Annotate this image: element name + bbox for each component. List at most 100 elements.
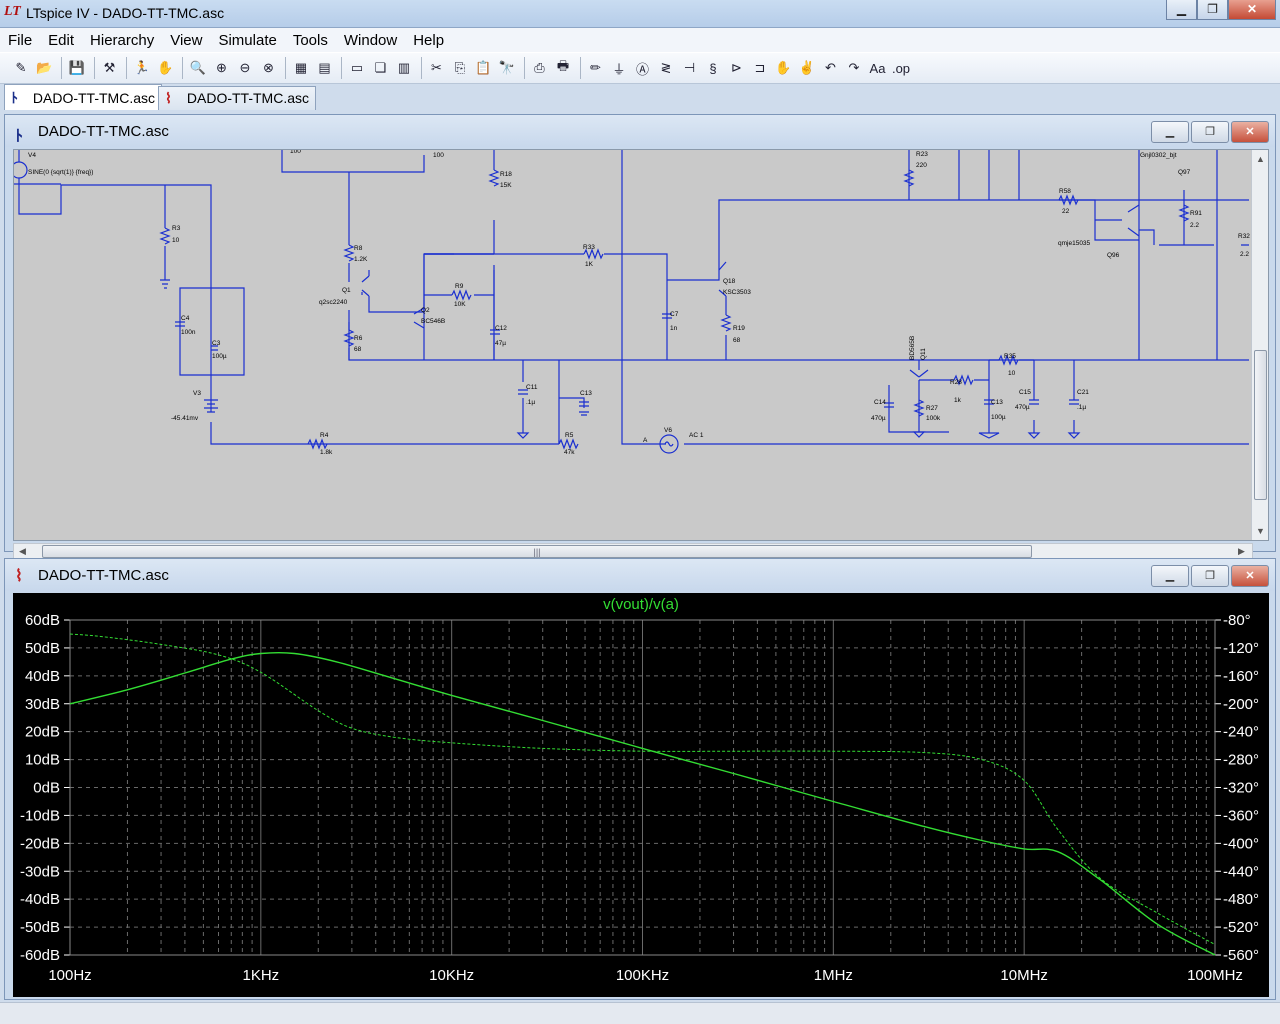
tile-vertical-icon[interactable]: ▥ — [397, 60, 411, 75]
grid-icon[interactable]: ▤ — [318, 60, 331, 75]
label-R3: R3 — [172, 225, 181, 232]
label-Q2: Q2 — [421, 307, 430, 314]
rotate-icon[interactable]: ✋ — [775, 60, 792, 75]
pan-icon[interactable]: ✋ — [157, 60, 174, 75]
y-right-tick-label: -480° — [1223, 891, 1259, 908]
schematic-minimize-button[interactable]: ▁ — [1151, 121, 1189, 143]
redo-icon[interactable]: ↷ — [848, 60, 860, 75]
spice-directive-icon[interactable]: .op — [891, 60, 911, 76]
menu-hierarchy[interactable]: Hierarchy — [90, 31, 155, 49]
menu-file[interactable]: File — [8, 31, 33, 49]
x-tick-label: 100KHz — [616, 967, 669, 984]
y-right-tick-label: -400° — [1223, 835, 1259, 852]
zoom-out-icon[interactable]: ⊖ — [239, 60, 251, 75]
label-R5-value: 47k — [564, 449, 575, 456]
label-Q11: Q11 — [920, 348, 927, 360]
tile-horizontal-icon[interactable]: ▭ — [350, 60, 364, 75]
x-tick-label: 100MHz — [1187, 967, 1243, 984]
diode-icon[interactable]: ⊳ — [731, 60, 742, 75]
trace-label[interactable]: v(vout)/v(a) — [603, 596, 679, 613]
control-panel-icon[interactable]: ⚒ — [103, 60, 116, 75]
scroll-up-icon[interactable]: ▲ — [1256, 154, 1265, 164]
waveform-plot[interactable]: v(vout)/v(a) 60dB-80°50dB-120°40dB-160°3… — [13, 593, 1269, 997]
tab-schematic[interactable]: ﾄ DADO-TT-TMC.asc — [4, 84, 162, 110]
copy-icon[interactable]: ⎘ — [454, 60, 466, 75]
label-C15: C15 — [1019, 389, 1031, 396]
tab-plot[interactable]: ⌇ DADO-TT-TMC.asc — [158, 86, 316, 110]
y-right-tick-label: -160° — [1223, 668, 1259, 685]
menu-edit[interactable]: Edit — [48, 31, 75, 49]
menu-view[interactable]: View — [170, 31, 203, 49]
menu-tools[interactable]: Tools — [292, 31, 328, 49]
toolbar-separator — [126, 57, 127, 79]
y-right-tick-label: -320° — [1223, 780, 1259, 797]
label-C11-value: .1µ — [526, 399, 535, 406]
open-icon[interactable]: 📂 — [36, 60, 53, 75]
autorange-icon[interactable]: ▦ — [294, 60, 308, 75]
zoom-in-icon[interactable]: 🔍 — [189, 60, 207, 75]
label-V4-value: SINE(0 {sqrt(1)} {freq}) — [28, 169, 93, 176]
schematic-window-titlebar: ﾄ DADO-TT-TMC.asc ▁ ❐ ✕ — [5, 115, 1275, 147]
schematic-close-button[interactable]: ✕ — [1231, 121, 1269, 143]
plot-minimize-button[interactable]: ▁ — [1151, 565, 1189, 587]
scroll-thumb[interactable] — [1254, 350, 1267, 500]
plot-restore-button[interactable]: ❐ — [1191, 565, 1229, 587]
status-bar — [0, 1002, 1280, 1024]
text-icon[interactable]: Aa — [869, 60, 886, 76]
cut-icon[interactable]: ✂ — [431, 60, 442, 75]
new-schematic-icon[interactable]: ✎ — [15, 60, 27, 75]
zoom-fit-icon[interactable]: ⊗ — [263, 60, 274, 75]
label-R6: R6 — [354, 335, 363, 342]
label-R19: R19 — [733, 325, 745, 332]
scroll-left-icon[interactable]: ◀ — [19, 546, 26, 556]
label-R6-value: 68 — [354, 346, 362, 353]
label-R33-value: 1K — [585, 261, 594, 268]
menu-window[interactable]: Window — [343, 31, 398, 49]
run-icon[interactable]: 🏃 — [133, 60, 151, 75]
label-icon[interactable]: Ⓐ — [635, 61, 649, 77]
menu-help[interactable]: Help — [413, 31, 445, 49]
capacitor-icon[interactable]: ⊣ — [683, 60, 696, 75]
schematic-canvas[interactable]: V4 SINE(0 {sqrt(1)} {freq}) R3 10 C4 100… — [13, 149, 1269, 541]
resistor-icon[interactable]: ≷ — [660, 60, 672, 75]
schematic-horizontal-scrollbar[interactable]: ◀ ||| ▶ — [13, 543, 1253, 560]
y-left-tick-label: 0dB — [33, 780, 60, 797]
label-Q1: Q1 — [342, 287, 351, 294]
y-left-tick-label: -30dB — [20, 863, 60, 880]
y-right-tick-label: -560° — [1223, 947, 1259, 964]
toolbar-separator — [420, 57, 422, 79]
y-right-tick-label: -520° — [1223, 919, 1259, 936]
y-left-tick-label: 60dB — [25, 612, 60, 629]
y-left-tick-label: 30dB — [25, 696, 60, 713]
ground-icon[interactable]: ⏚ — [612, 61, 626, 77]
menubar: File Edit Hierarchy View Simulate Tools … — [0, 28, 1280, 52]
wire-icon[interactable]: ✏ — [590, 60, 601, 75]
inductor-icon[interactable]: § — [709, 60, 717, 76]
zoom-area-icon[interactable]: ⊕ — [216, 60, 227, 75]
app-maximize-button[interactable]: ❐ — [1197, 0, 1228, 20]
menu-simulate[interactable]: Simulate — [218, 31, 277, 49]
scroll-right-icon[interactable]: ▶ — [1238, 546, 1245, 556]
paste-icon[interactable]: 📋 — [475, 60, 492, 75]
app-close-button[interactable]: ✕ — [1228, 0, 1276, 20]
scroll-thumb[interactable]: ||| — [42, 545, 1032, 558]
print-setup-icon[interactable]: ⎙ — [534, 60, 545, 75]
plot-close-button[interactable]: ✕ — [1231, 565, 1269, 587]
label-R35-value: 10 — [1008, 370, 1016, 377]
app-minimize-button[interactable]: ▁ — [1166, 0, 1197, 20]
component-icon[interactable]: ⊐ — [754, 60, 766, 75]
label-gnjl-model: Gnjl0302_bjt — [1140, 152, 1177, 159]
find-icon[interactable]: 🔭 — [498, 60, 516, 75]
scroll-down-icon[interactable]: ▼ — [1256, 526, 1265, 536]
label-R18: R18 — [500, 171, 512, 178]
schematic-restore-button[interactable]: ❐ — [1191, 121, 1229, 143]
save-icon[interactable]: 💾 — [68, 60, 86, 75]
mirror-icon[interactable]: ✌ — [798, 60, 816, 75]
schematic-window: ﾄ DADO-TT-TMC.asc ▁ ❐ ✕ — [4, 114, 1276, 560]
label-top-100b: 100 — [433, 152, 444, 159]
schematic-vertical-scrollbar[interactable]: ▲ ▼ — [1251, 150, 1268, 540]
undo-icon[interactable]: ↶ — [825, 60, 836, 75]
cascade-icon[interactable]: ❏ — [374, 60, 387, 75]
toolbar-separator — [182, 57, 183, 79]
print-icon[interactable]: 🖶 — [556, 58, 570, 73]
